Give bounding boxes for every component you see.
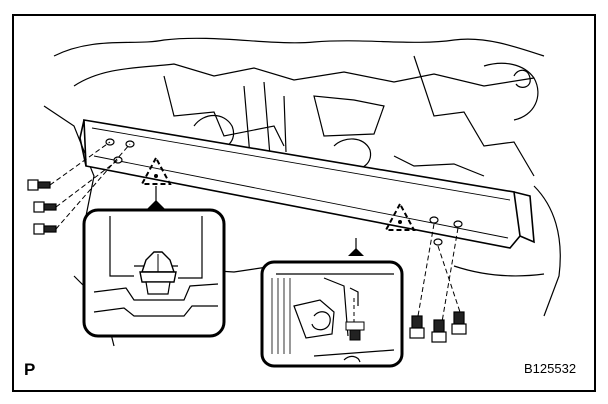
bolt-icon [409, 315, 425, 339]
clip-marker-triangles [140, 155, 416, 231]
diagram-frame: P B125532 [12, 14, 596, 392]
bumper-reinforcement [79, 119, 535, 249]
triangle-centers [154, 174, 402, 224]
right-bolts [409, 223, 467, 343]
bolt-icon [33, 201, 57, 213]
bolt-icon [431, 319, 447, 343]
bolt-icon [33, 223, 57, 235]
figure-code: B125532 [524, 361, 577, 376]
bolt-icon [27, 179, 51, 191]
view-label: P [24, 360, 36, 379]
left-bolts [27, 141, 131, 235]
bolt-icon [451, 311, 467, 335]
bracket-detail-callout [260, 238, 404, 368]
engine-bay-illustration [27, 37, 561, 368]
clip-detail-callout [82, 186, 226, 338]
